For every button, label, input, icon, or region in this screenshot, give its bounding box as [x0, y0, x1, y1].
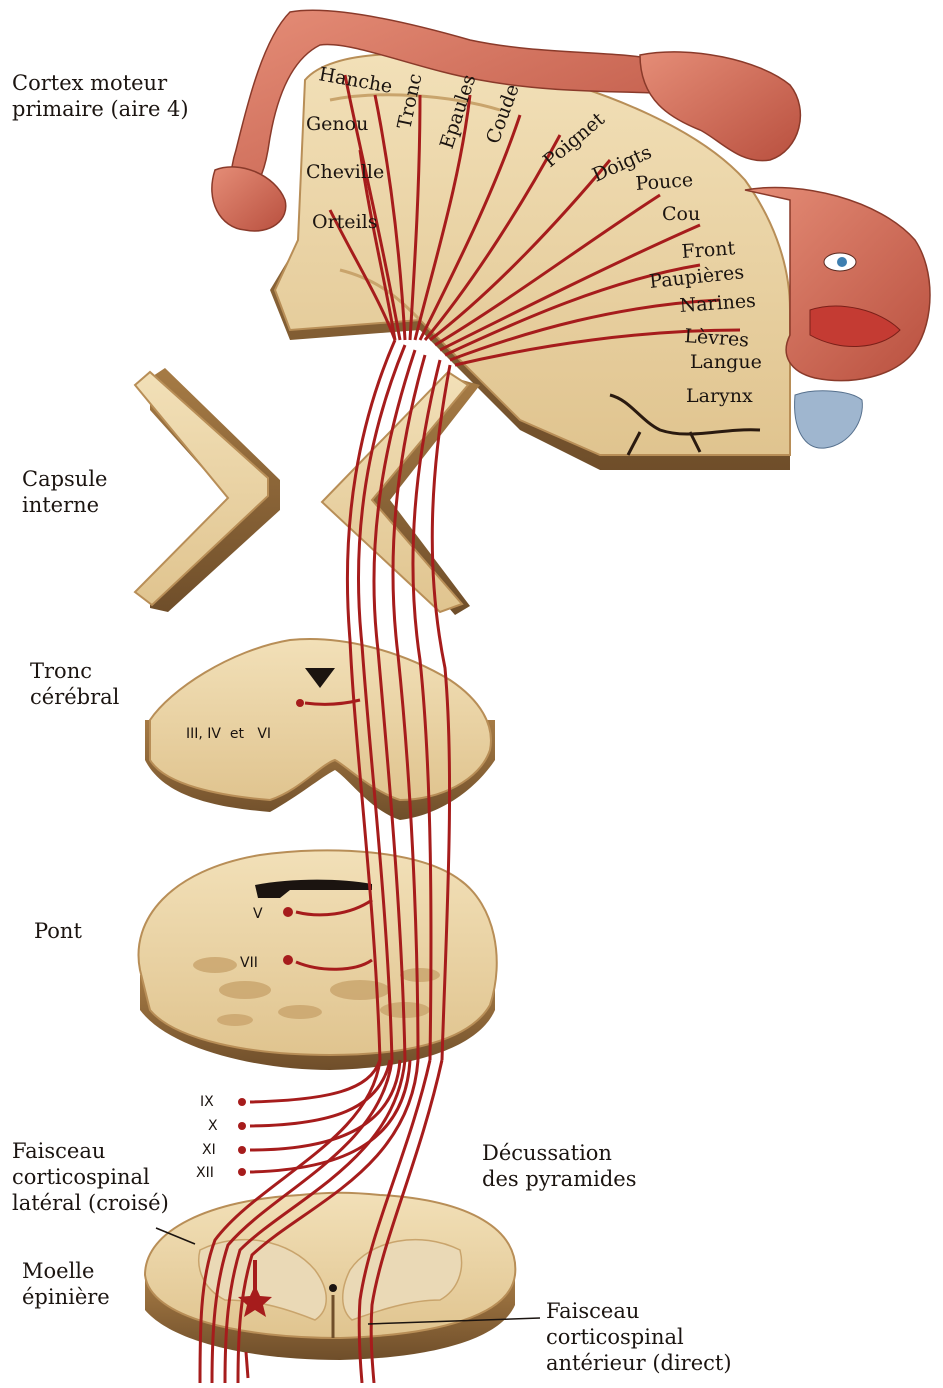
- hom-label: Larynx: [686, 385, 753, 407]
- hom-label: Pouce: [635, 169, 694, 195]
- label-cortex: Cortex moteur primaire (aire 4): [12, 70, 189, 122]
- nucleus-label-XII: XII: [196, 1165, 214, 1181]
- homunculus-foot: [212, 167, 286, 231]
- nucleus-label-IX: IX: [200, 1094, 214, 1110]
- nucleus-label-tronc: III, IV et VI: [186, 726, 271, 742]
- hom-label: Langue: [690, 351, 762, 373]
- homunculus-larynx: [795, 391, 863, 448]
- label-moelle: Moelle épinière: [22, 1258, 110, 1310]
- label-pont: Pont: [34, 918, 82, 944]
- hom-label: Orteils: [312, 211, 377, 233]
- nucleus-label-VII: VII: [240, 955, 258, 971]
- central-canal: [329, 1284, 337, 1292]
- label-decussation: Décussation des pyramides: [482, 1140, 636, 1192]
- hom-label: Cou: [662, 203, 700, 225]
- capsule-interne: [135, 368, 480, 615]
- label-capsule-interne: Capsule interne: [22, 466, 107, 518]
- bulbar-nuclei: [238, 1098, 246, 1176]
- label-tronc-cerebral: Tronc cérébral: [30, 658, 119, 710]
- hom-label: Cheville: [306, 161, 384, 183]
- nucleus-VI-dot: [296, 699, 304, 707]
- label-faisceau-lateral: Faisceau corticospinal latéral (croisé): [12, 1138, 169, 1216]
- nucleus-V-dot: [283, 907, 293, 917]
- label-faisceau-anterieur: Faisceau corticospinal antérieur (direct…: [546, 1298, 732, 1376]
- hom-label: Lèvres: [684, 325, 750, 351]
- nucleus-VII-dot: [283, 955, 293, 965]
- nucleus-label-X: X: [208, 1118, 218, 1134]
- nucleus-label-V: V: [253, 906, 263, 922]
- nucleus-label-XI: XI: [202, 1142, 216, 1158]
- hom-label: Front: [681, 237, 736, 263]
- hom-label: Genou: [306, 113, 368, 135]
